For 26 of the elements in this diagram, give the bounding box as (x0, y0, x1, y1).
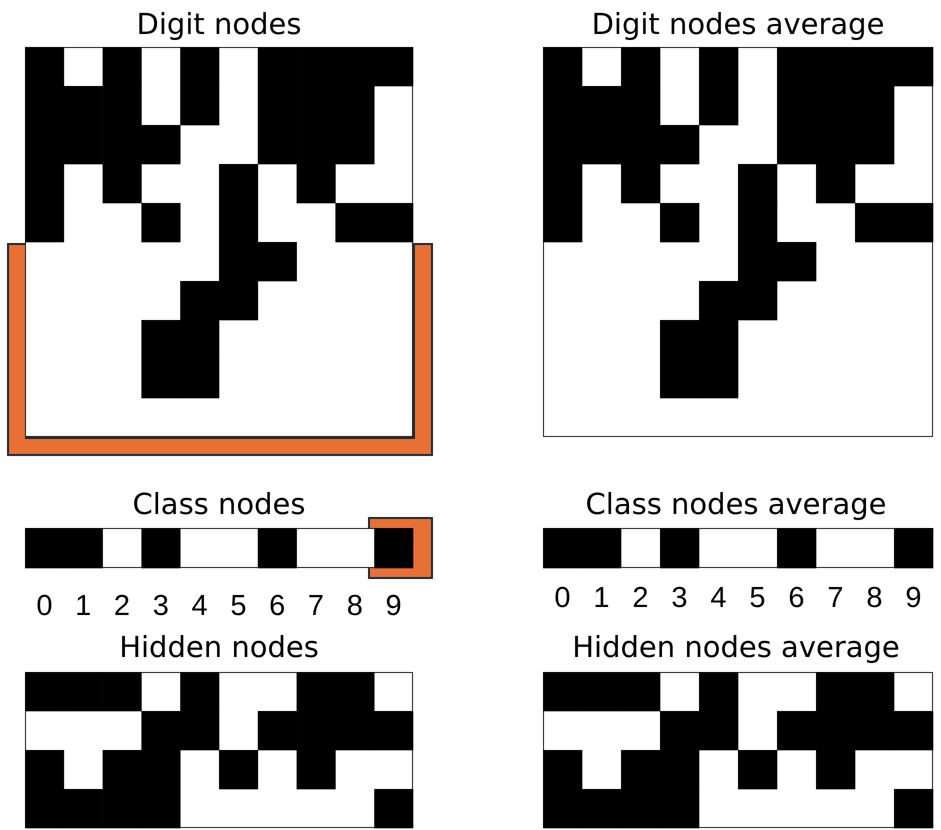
class-digit: 1 (593, 584, 610, 613)
panel-title: Class nodes average (586, 490, 886, 519)
panel-title: Hidden nodes average (572, 633, 900, 662)
class-digit: 6 (269, 592, 286, 621)
class-digit: 9 (905, 584, 922, 613)
class-digit: 3 (671, 584, 688, 613)
class-digit: 0 (36, 592, 52, 621)
panel-title: Hidden nodes (119, 633, 319, 662)
class-digit: 4 (710, 584, 727, 613)
class-digit: 2 (632, 584, 649, 613)
class-digit: 8 (346, 592, 363, 621)
class-digit: 5 (230, 592, 246, 621)
class-digit: 9 (386, 592, 402, 621)
class-digit: 4 (192, 592, 208, 621)
class-digit: 1 (75, 592, 92, 621)
class-digit: 6 (788, 584, 805, 613)
panel-title: Digit nodes (136, 10, 302, 39)
class-digit: 5 (749, 584, 766, 613)
panel-title: Class nodes (132, 490, 306, 519)
class-digit: 7 (308, 592, 324, 621)
class-digit: 0 (554, 584, 571, 613)
panel-title: Digit nodes average (592, 10, 884, 39)
class-digit: 8 (866, 584, 883, 613)
class-digit: 3 (152, 592, 169, 621)
class-digit: 7 (827, 584, 844, 613)
class-digit: 2 (114, 592, 130, 621)
